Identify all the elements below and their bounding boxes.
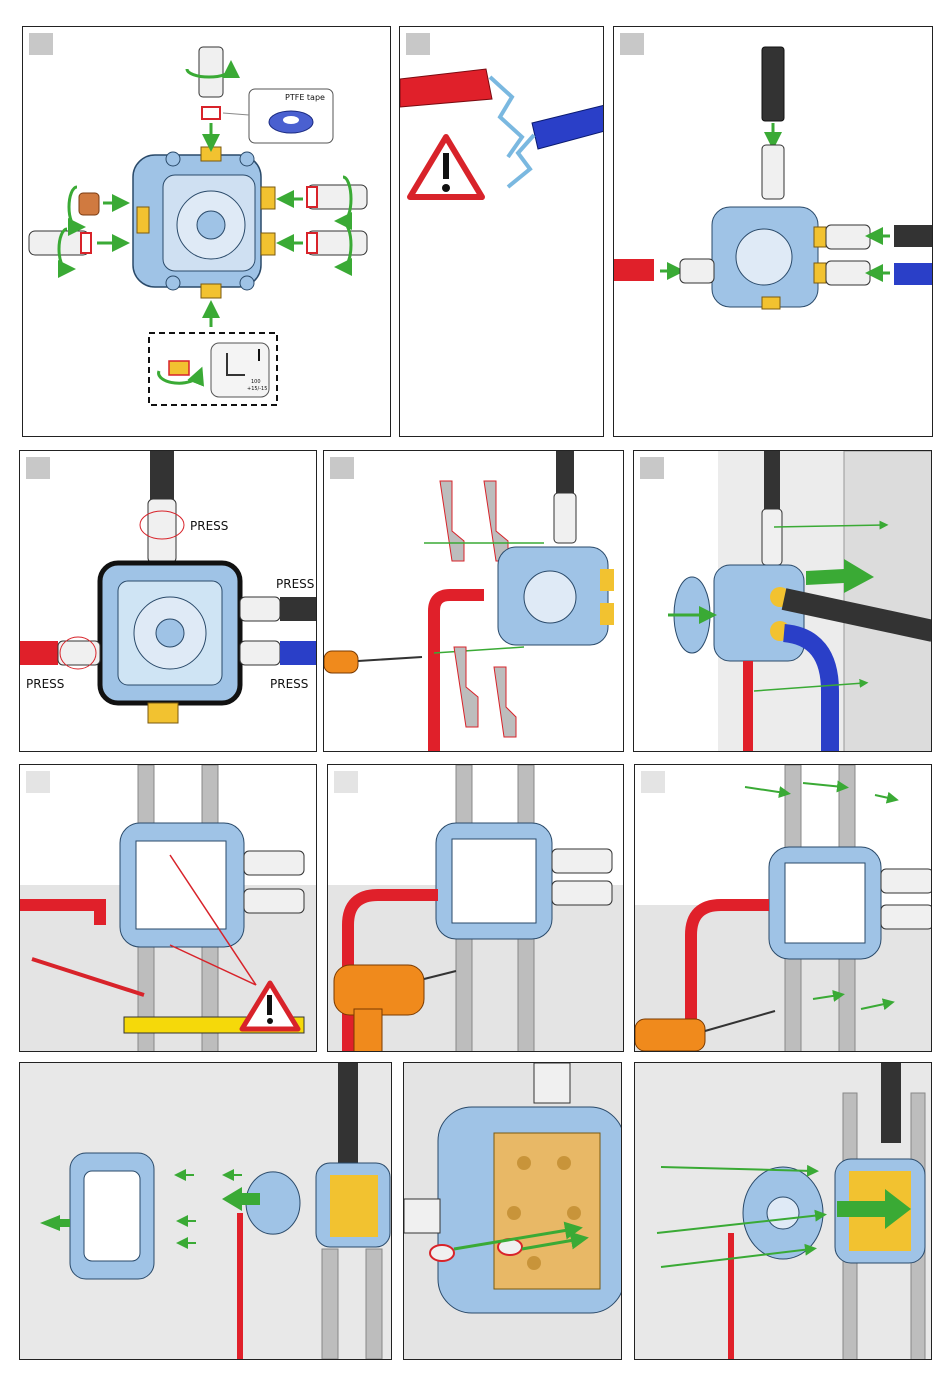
step-1-panel: PTFE tape 100 +15/-15 bbox=[22, 26, 391, 437]
step-6-panel bbox=[633, 450, 932, 752]
dimension-top-label: 100 bbox=[251, 379, 261, 385]
step-4-panel: PRESS PRESS PRESS PRESS bbox=[19, 450, 317, 752]
step-12-panel bbox=[634, 1062, 932, 1360]
press-label-right-top: PRESS bbox=[276, 577, 314, 591]
step-9-panel bbox=[634, 764, 932, 1052]
step-9-illustration bbox=[635, 765, 932, 1052]
step-8-panel bbox=[327, 764, 624, 1052]
press-label-left: PRESS bbox=[26, 677, 64, 691]
press-label-top: PRESS bbox=[190, 519, 228, 533]
ptfe-tape-label: PTFE tape bbox=[285, 93, 325, 102]
warning-triangle-icon bbox=[410, 137, 482, 197]
step-11-panel bbox=[403, 1062, 622, 1360]
step-4-illustration bbox=[20, 451, 317, 752]
step-2-illustration bbox=[400, 27, 604, 437]
step-10-panel bbox=[19, 1062, 392, 1360]
step-7-panel bbox=[19, 764, 317, 1052]
step-3-panel bbox=[613, 26, 933, 437]
step-12-illustration bbox=[635, 1063, 932, 1360]
step-3-illustration bbox=[614, 27, 933, 437]
step-2-panel bbox=[399, 26, 604, 437]
step-5-illustration bbox=[324, 451, 624, 752]
step-10-illustration bbox=[20, 1063, 392, 1360]
step-1-illustration bbox=[23, 27, 391, 437]
dimension-bottom-label: +15/-15 bbox=[247, 386, 267, 392]
press-label-right-bottom: PRESS bbox=[270, 677, 308, 691]
step-8-illustration bbox=[328, 765, 624, 1052]
step-7-illustration bbox=[20, 765, 317, 1052]
step-5-panel bbox=[323, 450, 624, 752]
step-11-illustration bbox=[404, 1063, 622, 1360]
step-6-illustration bbox=[634, 451, 932, 752]
